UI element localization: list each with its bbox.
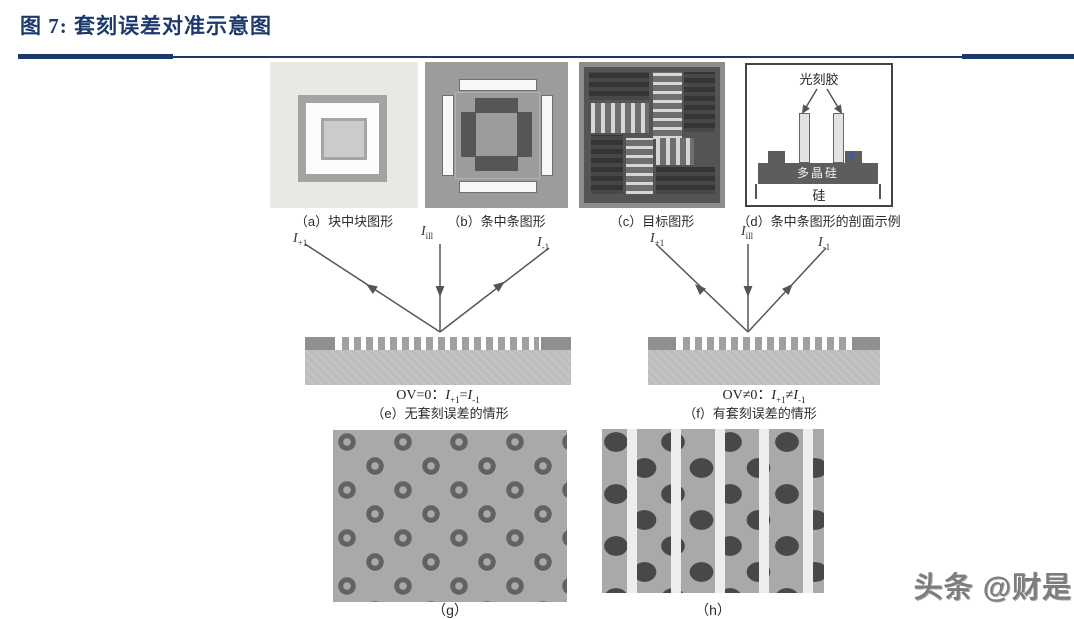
panel-d-cross-section: 光刻胶 多晶硅 硅 <box>745 63 893 207</box>
panel-a-box-in-box <box>270 62 418 208</box>
panel-c-target-pattern <box>579 62 725 208</box>
grating-block <box>591 103 649 133</box>
caption-b: （b）条中条图形 <box>447 214 546 229</box>
photoresist-bar-right <box>833 113 844 163</box>
substrate <box>305 350 571 385</box>
grating-block <box>656 138 694 165</box>
inner-bar-left <box>461 112 476 157</box>
diffraction-rays-f <box>655 243 827 333</box>
grating-teeth <box>678 337 850 350</box>
beam-label-ill: Iill <box>741 224 754 241</box>
outer-bar-right <box>541 95 553 176</box>
inner-box <box>321 118 367 160</box>
silicon-edge-right <box>879 184 881 199</box>
grating-block <box>684 72 715 132</box>
beam-label-plus1: I+1 <box>293 231 308 248</box>
grating-block <box>589 72 649 100</box>
header-rule-right-accent <box>962 54 1074 59</box>
figure-title: 图 7: 套刻误差对准示意图 <box>20 14 272 38</box>
header-rule <box>18 56 1074 58</box>
caption-a: （a）块中块图形 <box>294 214 394 229</box>
inner-bar-bottom <box>475 156 518 171</box>
outer-bar-left <box>442 95 454 176</box>
grating-teeth <box>337 337 539 350</box>
silicon-edge-left <box>755 184 757 199</box>
header-rule-left-accent <box>18 54 173 59</box>
caption-f: （f）有套刻误差的情形 <box>683 406 817 421</box>
beam-label-minus1: I-1 <box>818 235 831 252</box>
beam-label-minus1: I-1 <box>537 235 550 252</box>
grating-block <box>591 135 623 194</box>
outer-box-ring <box>298 95 387 182</box>
inner-bar-right <box>517 112 532 157</box>
panel-h-dot-array-with-stripes <box>602 429 824 593</box>
caption-e: （e）无套刻误差的情形 <box>371 406 509 421</box>
grating-end-block <box>852 337 880 350</box>
grating-f <box>648 337 880 385</box>
watermark: 头条 @财是 <box>913 572 1072 604</box>
target-pattern-field <box>584 67 720 203</box>
photoresist-bar-left <box>799 113 810 163</box>
caption-h: （h） <box>695 602 731 618</box>
outer-bar-top <box>459 79 537 91</box>
grating-end-block <box>648 337 676 350</box>
grating-end-block <box>541 337 571 350</box>
photoresist-label: 光刻胶 <box>799 72 839 87</box>
photoresist-pointer-arrows <box>801 88 843 115</box>
inner-bar-top <box>475 98 518 113</box>
substrate <box>648 350 880 385</box>
silicon-label: 硅 <box>812 188 826 203</box>
diffraction-rays-e <box>304 243 550 333</box>
outer-bar-bottom <box>459 181 537 193</box>
inner-frame-outline <box>455 92 540 179</box>
ov-equation-e: OV=0：I+1=I-1 <box>396 388 480 405</box>
caption-g: （g） <box>432 602 468 618</box>
panel-b-bar-in-bar <box>425 62 568 208</box>
ov-equation-f: OV≠0：I+1≠I-1 <box>722 388 806 405</box>
beam-label-ill: Iill <box>421 224 434 241</box>
caption-d: （d）条中条图形的剖面示例 <box>737 214 901 229</box>
grating-end-block <box>305 337 335 350</box>
poly-step-left <box>768 151 785 163</box>
caption-c: （c）目标图形 <box>609 214 695 229</box>
polysilicon-layer: 多晶硅 <box>758 163 878 184</box>
panel-g-ring-array <box>333 430 567 602</box>
grating-e <box>305 337 571 385</box>
grating-block <box>656 167 715 194</box>
blue-marker-dot <box>849 153 854 158</box>
grating-block <box>626 138 653 194</box>
grating-block <box>653 72 682 139</box>
beam-label-plus1: I+1 <box>650 231 665 248</box>
